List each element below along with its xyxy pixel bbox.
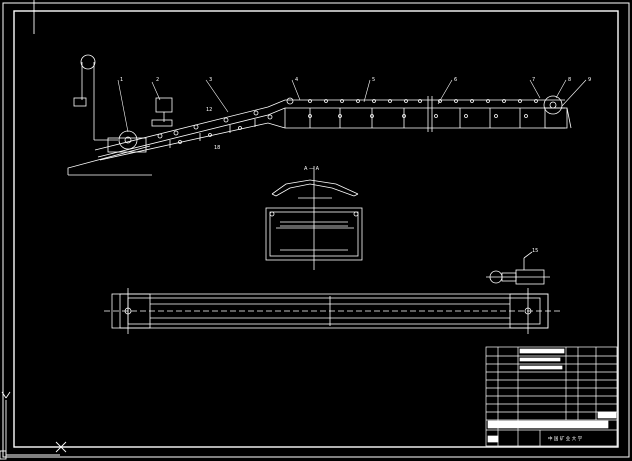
callout-numbers: 1 2 3 4 5 6 7 8 9 12 18 — [120, 77, 591, 151]
svg-text:4: 4 — [295, 77, 298, 83]
svg-text:6: 6 — [454, 77, 457, 83]
section-a-a-view: A — A — [265, 166, 363, 270]
svg-text:7: 7 — [532, 77, 535, 83]
title-block-text: 中 国 矿 业 大 学 — [548, 435, 583, 442]
motor-view: 15 — [486, 248, 550, 285]
callout-leaders — [117, 79, 587, 133]
svg-text:2: 2 — [156, 77, 159, 83]
title-block — [485, 346, 618, 447]
svg-text:5: 5 — [372, 77, 375, 83]
svg-text:1: 1 — [120, 77, 123, 83]
frame-posts — [309, 96, 521, 132]
svg-text:3: 3 — [209, 77, 212, 83]
conveyor-side-view — [67, 54, 587, 176]
svg-text:9: 9 — [588, 77, 591, 83]
ucs-axis-icon — [0, 0, 67, 460]
idler-rollers — [157, 97, 538, 144]
svg-text:A — A: A — A — [304, 166, 320, 172]
conveyor-plan-view — [104, 288, 560, 334]
svg-text:中 国 矿 业 大 学: 中 国 矿 业 大 学 — [548, 435, 583, 442]
svg-text:8: 8 — [568, 77, 571, 83]
svg-text:18: 18 — [214, 145, 220, 151]
svg-text:15: 15 — [532, 248, 538, 254]
svg-text:12: 12 — [206, 107, 212, 113]
